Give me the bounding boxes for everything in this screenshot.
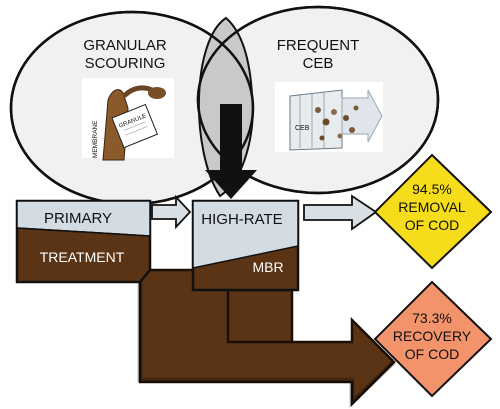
membrane-label: MEMBRANE bbox=[92, 120, 99, 158]
removal-diamond bbox=[373, 153, 493, 270]
high-rate-mbr-box bbox=[191, 199, 300, 292]
granular-label: GRANULAR bbox=[83, 37, 167, 54]
removal-line2: OF COD bbox=[405, 217, 459, 233]
treatment-label: TREATMENT bbox=[40, 249, 125, 265]
recovery-value: 73.3% bbox=[412, 310, 452, 326]
recovery-diamond bbox=[373, 280, 493, 398]
granular-scouring-illustration: MEMBRANE GRANULE bbox=[82, 78, 174, 161]
mbr-to-removal-arrow bbox=[303, 194, 378, 231]
ceb-title-label: CEB bbox=[303, 55, 334, 72]
high-rate-label: HIGH-RATE bbox=[201, 211, 282, 228]
recovery-line1: RECOVERY bbox=[393, 328, 472, 344]
intersection-down-arrow bbox=[205, 104, 257, 199]
ceb-small-label: CEB bbox=[295, 125, 310, 132]
primary-treatment-box bbox=[15, 199, 152, 284]
removal-value: 94.5% bbox=[412, 181, 452, 197]
primary-to-mbr-arrow bbox=[151, 194, 192, 230]
primary-label: PRIMARY bbox=[44, 210, 112, 227]
ceb-illustration: CEB bbox=[275, 82, 383, 152]
recovery-line2: OF COD bbox=[405, 346, 459, 362]
removal-line1: REMOVAL bbox=[398, 199, 466, 215]
scouring-label: SCOURING bbox=[85, 55, 166, 72]
frequent-label: FREQUENT bbox=[277, 37, 360, 54]
mbr-label: MBR bbox=[252, 259, 283, 275]
